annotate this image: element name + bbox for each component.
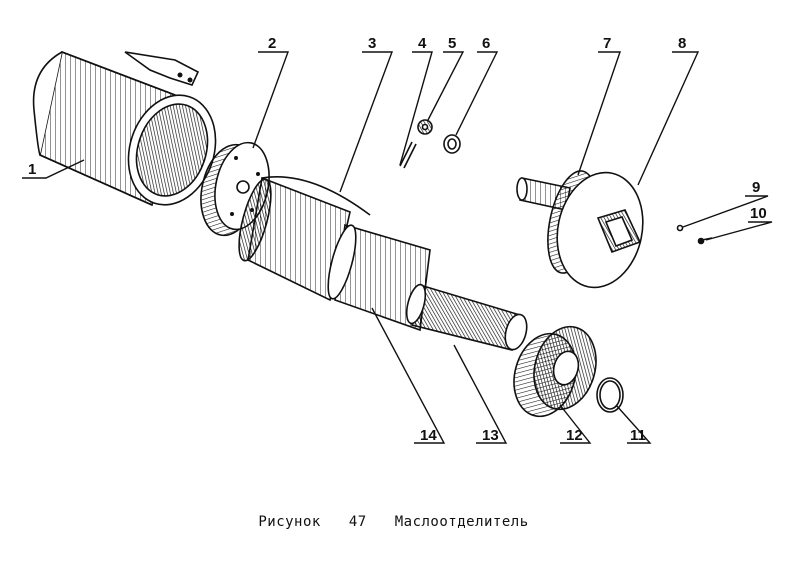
part-13-inner-tube: [405, 283, 528, 351]
part-14-filter-section: [327, 223, 431, 332]
part-1-housing: [32, 50, 217, 207]
callout-3: 3: [368, 35, 376, 52]
part-5-nut: [417, 119, 433, 135]
callout-13: 13: [482, 427, 499, 444]
callout-10: 10: [750, 205, 767, 222]
callout-9: 9: [752, 179, 760, 196]
part-11-o-ring: [596, 377, 624, 413]
callout-14: 14: [420, 427, 437, 444]
callout-2: 2: [268, 35, 276, 52]
caption-number: 47: [348, 514, 367, 530]
part-6-washer: [443, 134, 461, 154]
caption-prefix: Рисунок: [258, 514, 321, 530]
part-9-pin: [676, 224, 684, 232]
part-12-ring: [513, 325, 597, 418]
callout-12: 12: [566, 427, 583, 444]
caption-title: Маслоотделитель: [394, 514, 529, 530]
callout-5: 5: [448, 35, 456, 52]
part-4-rod: [399, 141, 417, 169]
callout-6: 6: [482, 35, 490, 52]
part-3-filter-element: [238, 176, 371, 302]
callout-7: 7: [603, 35, 611, 52]
figure-caption: Рисунок 47 Маслоотделитель: [0, 514, 787, 530]
callout-4: 4: [418, 35, 427, 52]
callout-11: 11: [630, 427, 646, 444]
leader-lines: [22, 51, 773, 444]
callout-8: 8: [678, 35, 686, 52]
callout-1: 1: [28, 161, 36, 178]
part-8-cover: [556, 171, 644, 289]
